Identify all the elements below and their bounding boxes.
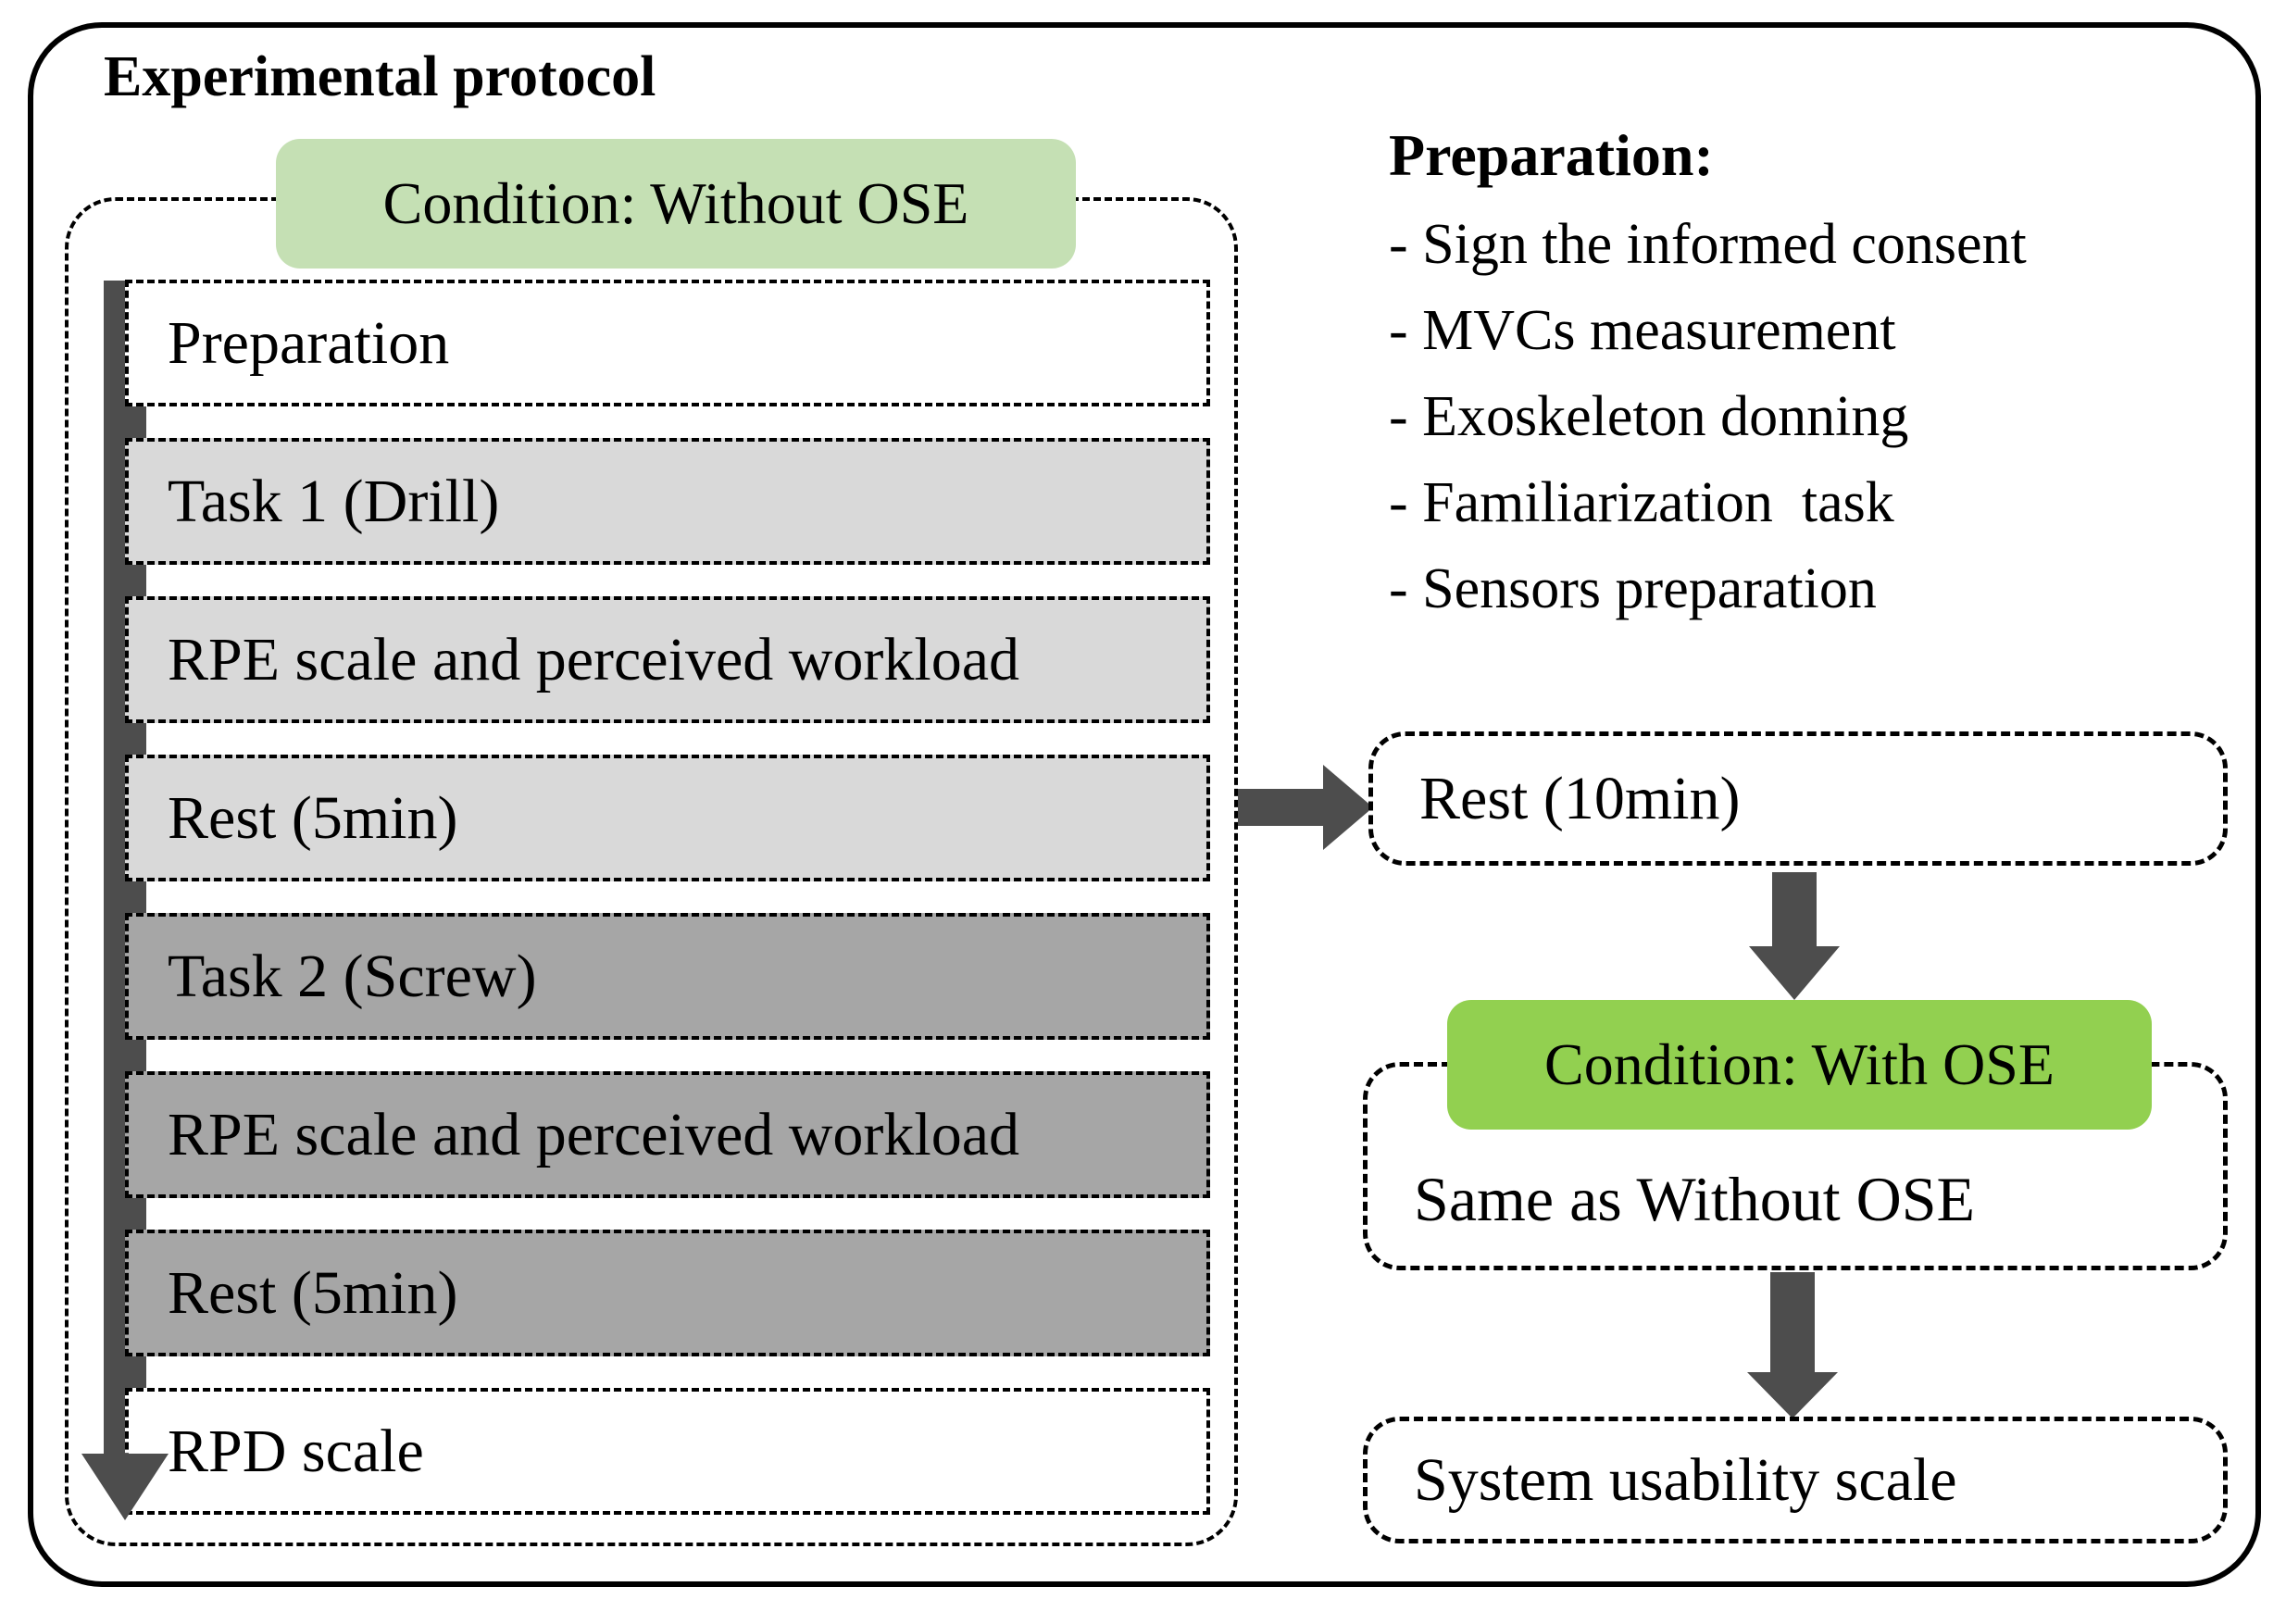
condition-with-ose-badge: Condition: With OSE xyxy=(1447,1000,2152,1130)
to-usability-arrow-shaft xyxy=(1770,1272,1815,1374)
row-task2-screw: Task 2 (Screw) xyxy=(125,913,1210,1040)
figure-title: Experimental protocol xyxy=(104,45,656,108)
prep-item-exoskeleton-donning: - Exoskeleton donning xyxy=(1389,385,1909,448)
rest-to-withose-arrow-shaft xyxy=(1772,872,1817,948)
rest-10min-box: Rest (10min) xyxy=(1368,731,2228,866)
system-usability-scale-box: System usability scale xyxy=(1363,1417,2228,1543)
row-rpe-scale-2: RPE scale and perceived workload xyxy=(125,1071,1210,1198)
prep-item-familiarization-task: - Familiarization task xyxy=(1389,471,1894,534)
to-rest-arrow-shaft xyxy=(1238,789,1325,826)
prep-item-mvcs-measurement: - MVCs measurement xyxy=(1389,299,1896,362)
prep-item-sensors-preparation: - Sensors preparation xyxy=(1389,557,1877,620)
outer-frame xyxy=(28,22,2261,1587)
condition-without-ose-badge: Condition: Without OSE xyxy=(276,139,1076,269)
row-preparation: Preparation xyxy=(125,280,1210,406)
row-rest-5min-1: Rest (5min) xyxy=(125,755,1210,881)
preparation-heading: Preparation: xyxy=(1389,122,1714,188)
row-rpe-scale-1: RPE scale and perceived workload xyxy=(125,596,1210,723)
row-rpd-scale: RPD scale xyxy=(125,1388,1210,1515)
prep-item-informed-consent: - Sign the informed consent xyxy=(1389,213,2027,276)
preparation-notes: Preparation: - Sign the informed consent… xyxy=(1389,109,2259,632)
row-rest-5min-2: Rest (5min) xyxy=(125,1230,1210,1356)
row-task1-drill: Task 1 (Drill) xyxy=(125,438,1210,565)
